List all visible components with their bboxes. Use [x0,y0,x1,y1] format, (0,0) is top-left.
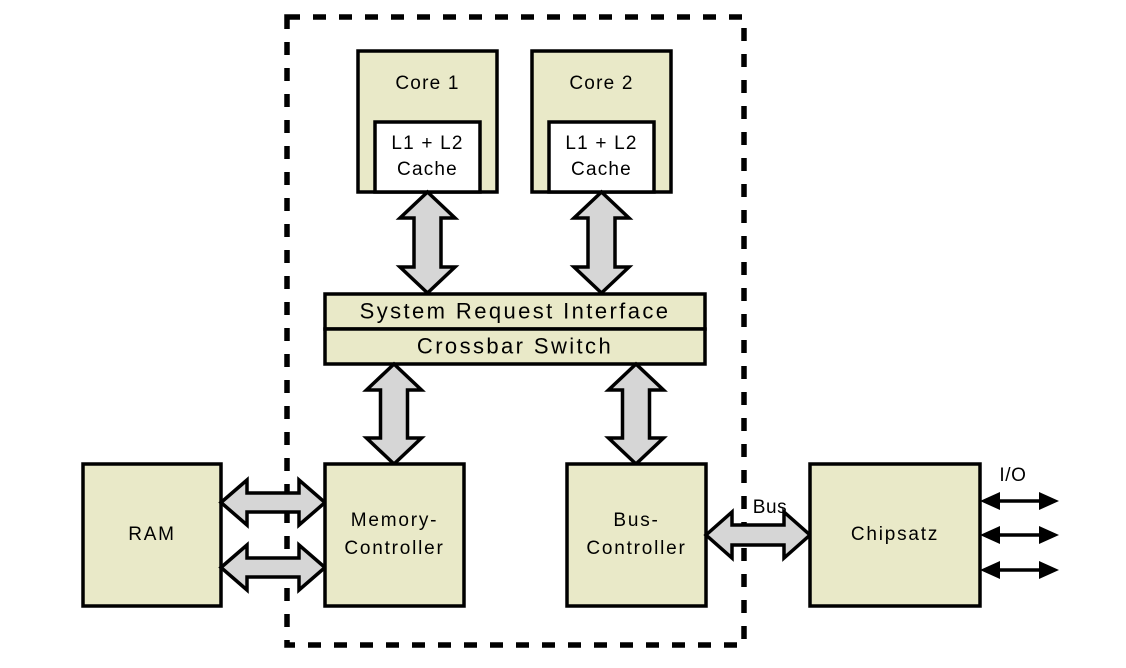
io-label: I/O [999,465,1026,486]
arrow-ram-to-memory-controller-lower [218,541,328,594]
core1-label: Core 1 [395,73,459,94]
core2-cache-label-line2: Cache [571,159,632,180]
memory-controller-label-line2: Controller [344,538,444,559]
chipset-box[interactable] [808,462,982,608]
io-arrow-1 [980,492,1059,510]
core2-cache-label-line1: L1 + L2 [565,133,637,154]
bus-controller-box[interactable] [565,462,708,608]
crossbar-switch-label: Crossbar Switch [417,333,613,358]
core1-cache-box[interactable] [373,120,482,194]
system-request-interface-label: System Request Interface [360,298,671,323]
arrow-core1-to-sri [395,189,460,296]
io-arrow-2 [980,526,1059,544]
arrow-core2-to-sri [569,189,634,296]
crossbar-switch-box[interactable] [323,327,707,366]
core2-label: Core 2 [569,73,633,94]
arrow-bus-controller-to-chipset [703,508,813,562]
memory-controller-label-line1: Memory- [351,510,439,531]
memory-controller-box[interactable] [323,462,466,608]
chipset-label: Chipsatz [851,524,939,545]
arrow-ram-to-memory-controller-upper [218,476,328,529]
arrow-crossbar-to-bus-controller [604,361,668,467]
ram-label: RAM [128,524,176,545]
chip-boundary-dashed-rect [284,14,747,648]
core1-cache-label-line1: L1 + L2 [391,133,463,154]
bus-controller-label-line2: Controller [586,538,686,559]
io-arrow-3 [980,561,1059,579]
core1-cache-label-line2: Cache [397,159,458,180]
ram-box[interactable] [81,462,223,608]
bus-controller-label-line1: Bus- [613,510,659,531]
arrow-crossbar-to-memory-controller [362,361,426,467]
bus-label: Bus [753,497,788,518]
